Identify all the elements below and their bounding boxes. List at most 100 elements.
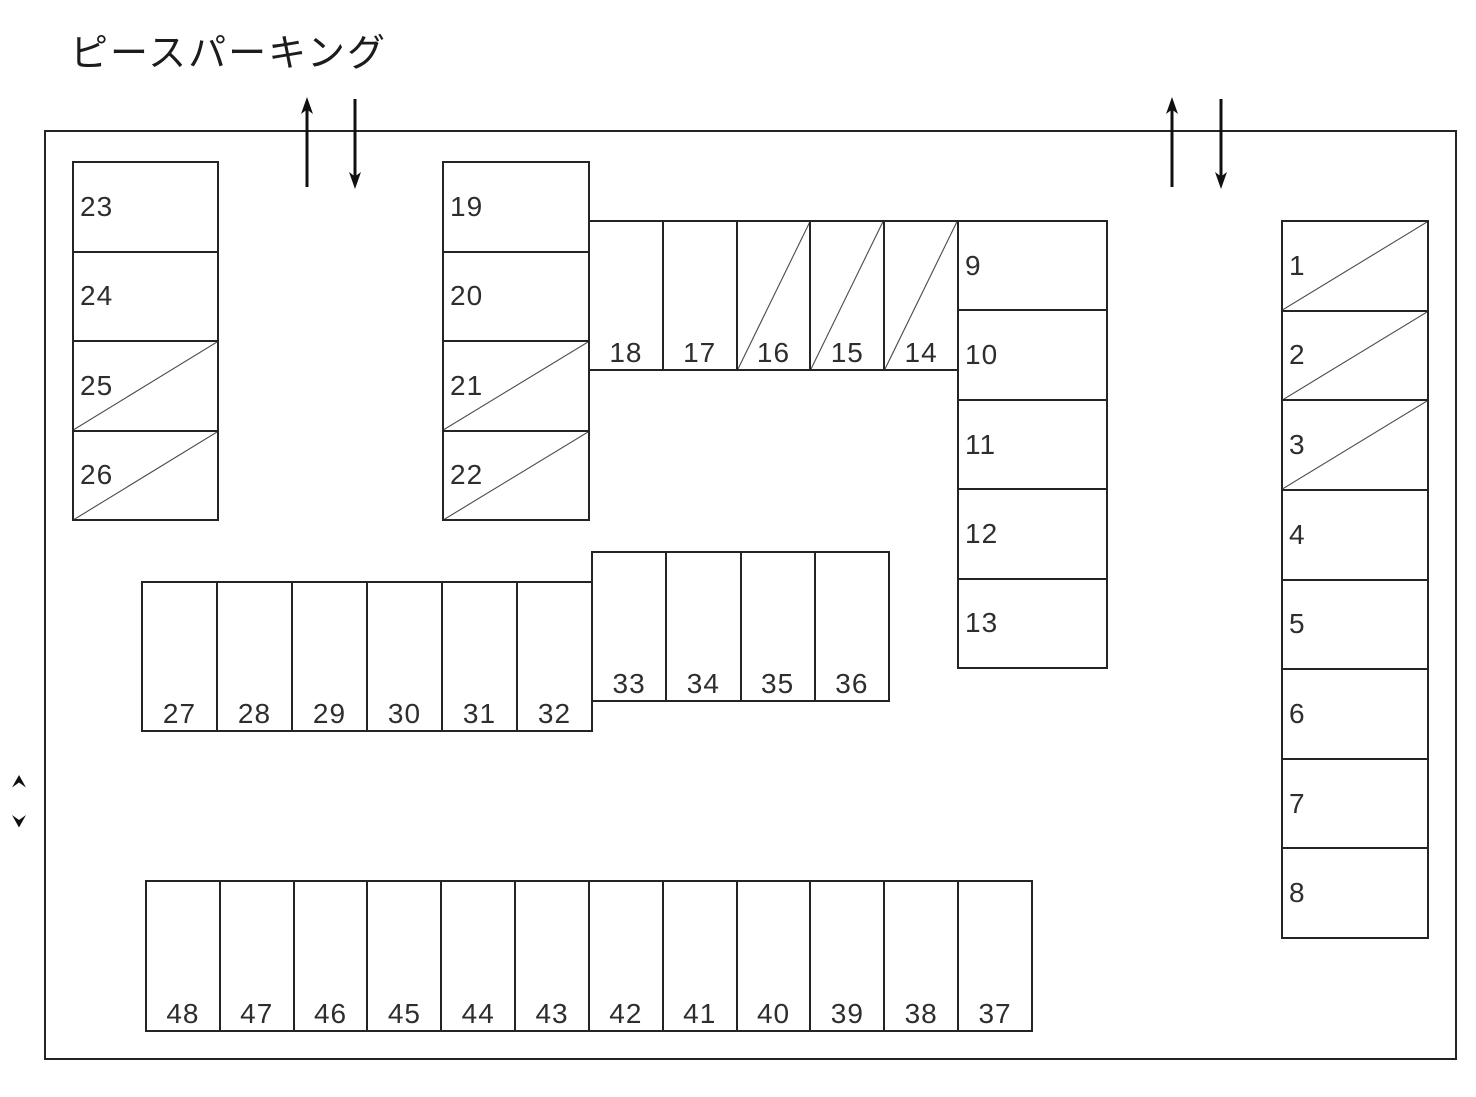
parking-space-30: 30 xyxy=(366,583,441,730)
space-number: 6 xyxy=(1289,697,1306,729)
parking-space-31: 31 xyxy=(441,583,516,730)
space-number: 8 xyxy=(1289,877,1306,909)
parking-space-48: 48 xyxy=(147,882,219,1030)
parking-space-6: 6 xyxy=(1283,668,1427,758)
space-number: 9 xyxy=(965,249,982,281)
parking-group-48-37: 48 47 46 45 44 43 42 41 40 39 38 37 xyxy=(145,880,1033,1032)
arrow-down-icon xyxy=(1215,99,1227,189)
parking-space-20: 20 xyxy=(444,250,588,341)
parking-space-14: 14 xyxy=(883,222,957,369)
space-number: 22 xyxy=(450,459,484,491)
parking-space-46: 46 xyxy=(292,882,367,1030)
space-number: 14 xyxy=(904,337,938,368)
parking-space-17: 17 xyxy=(661,222,736,369)
space-number: 38 xyxy=(904,998,938,1029)
space-number: 28 xyxy=(237,698,272,729)
space-number: 39 xyxy=(830,998,864,1029)
parking-space-7: 7 xyxy=(1283,757,1427,848)
space-number: 19 xyxy=(450,190,484,222)
parking-group-23-26: 23 24 25 26 xyxy=(72,161,219,521)
diagonal-slash-line xyxy=(74,432,217,520)
space-number: 36 xyxy=(835,668,869,699)
parking-space-27: 27 xyxy=(143,583,216,730)
parking-space-4: 4 xyxy=(1283,488,1427,579)
space-number: 41 xyxy=(683,998,717,1029)
parking-space-3: 3 xyxy=(1283,399,1427,489)
arrow-down-icon xyxy=(349,99,361,189)
parking-space-29: 29 xyxy=(291,583,366,730)
space-number: 31 xyxy=(462,698,497,729)
parking-space-38: 38 xyxy=(883,882,957,1030)
parking-space-2: 2 xyxy=(1283,309,1427,400)
parking-space-10: 10 xyxy=(959,309,1106,398)
parking-space-11: 11 xyxy=(959,398,1106,488)
space-number: 26 xyxy=(80,459,114,491)
parking-space-13: 13 xyxy=(959,577,1106,667)
parking-space-26: 26 xyxy=(74,429,217,520)
parking-space-19: 19 xyxy=(444,163,588,251)
parking-space-39: 39 xyxy=(809,882,883,1030)
space-number: 27 xyxy=(162,698,197,729)
parking-group-9-13: 9 10 11 12 13 xyxy=(957,220,1108,669)
parking-lot-boundary xyxy=(44,130,1457,1060)
diagonal-slash-line xyxy=(444,432,588,520)
parking-space-37: 37 xyxy=(957,882,1031,1030)
diagonal-slash-line xyxy=(885,222,957,369)
parking-space-18: 18 xyxy=(590,222,662,369)
space-number: 1 xyxy=(1289,249,1306,281)
diagonal-slash-line xyxy=(738,222,810,369)
arrow-up-icon xyxy=(1166,97,1178,187)
space-number: 37 xyxy=(978,998,1012,1029)
parking-space-8: 8 xyxy=(1283,847,1427,937)
chevron-up-icon xyxy=(12,775,26,788)
space-number: 18 xyxy=(609,337,643,368)
parking-space-34: 34 xyxy=(665,553,739,700)
parking-space-9: 9 xyxy=(959,222,1106,309)
parking-space-28: 28 xyxy=(216,583,291,730)
space-number: 46 xyxy=(313,998,348,1029)
space-number: 16 xyxy=(756,337,791,368)
parking-space-16: 16 xyxy=(735,222,810,369)
space-number: 42 xyxy=(609,998,643,1029)
space-number: 17 xyxy=(683,337,717,368)
parking-space-47: 47 xyxy=(218,882,293,1030)
space-number: 7 xyxy=(1289,787,1306,819)
parking-space-12: 12 xyxy=(959,488,1106,577)
parking-space-32: 32 xyxy=(516,583,591,730)
space-number: 44 xyxy=(461,998,495,1029)
space-number: 3 xyxy=(1289,429,1306,461)
parking-space-23: 23 xyxy=(74,163,217,251)
space-number: 40 xyxy=(756,998,791,1029)
parking-space-35: 35 xyxy=(739,553,814,700)
diagonal-slash-line xyxy=(1283,222,1427,310)
arrow-up-icon xyxy=(301,97,313,187)
space-number: 32 xyxy=(537,698,572,729)
parking-space-1: 1 xyxy=(1283,222,1427,310)
space-number: 15 xyxy=(830,337,864,368)
diagonal-slash-line xyxy=(811,222,883,369)
diagonal-slash-line xyxy=(1283,401,1427,489)
space-number: 10 xyxy=(965,339,999,371)
space-number: 21 xyxy=(450,369,484,401)
space-number: 12 xyxy=(965,517,999,549)
space-number: 4 xyxy=(1289,518,1306,550)
parking-group-1-8: 1 2 3 4 5 6 7 8 xyxy=(1281,220,1429,939)
space-number: 35 xyxy=(761,668,795,699)
space-number: 47 xyxy=(240,998,274,1029)
parking-space-43: 43 xyxy=(514,882,588,1030)
diagonal-slash-line xyxy=(444,342,588,430)
space-number: 25 xyxy=(80,369,114,401)
diagonal-slash-line xyxy=(74,342,217,430)
page-title: ピースパーキング xyxy=(70,33,387,75)
parking-space-5: 5 xyxy=(1283,578,1427,669)
parking-space-42: 42 xyxy=(587,882,662,1030)
space-number: 24 xyxy=(80,280,114,312)
space-number: 45 xyxy=(387,998,421,1029)
parking-space-22: 22 xyxy=(444,429,588,520)
diagonal-slash-line xyxy=(1283,312,1427,400)
space-number: 48 xyxy=(166,998,200,1029)
space-number: 20 xyxy=(450,280,484,312)
